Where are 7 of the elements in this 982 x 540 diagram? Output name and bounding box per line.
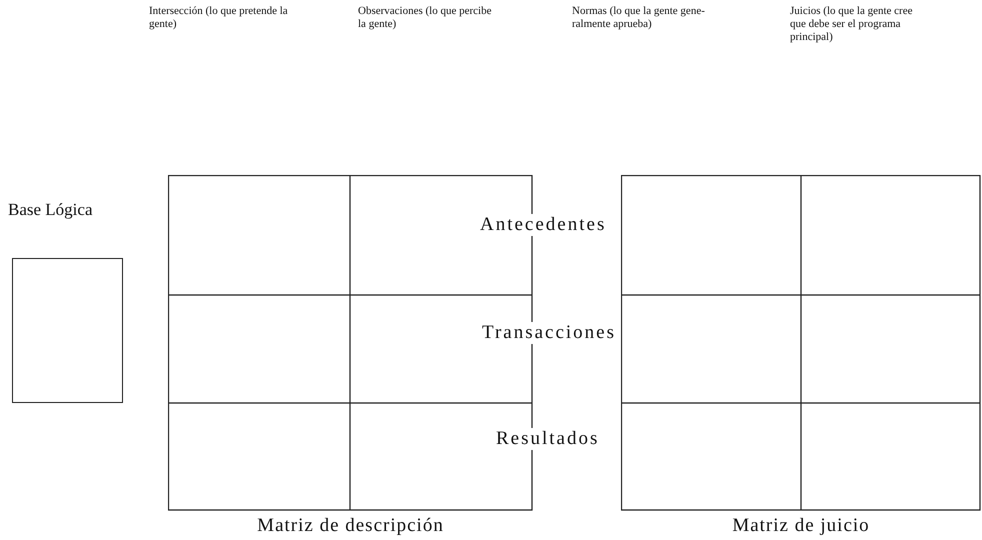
matrix-caption: Matriz de juicio <box>731 515 871 537</box>
column-heading: Juicios (lo que la gente cree que debe ser el programa principal) <box>790 5 914 44</box>
column-heading: Normas (lo que la gente gene- ralmente aprueba) <box>572 5 706 31</box>
column-heading: Observaciones (lo que percibe la gente) <box>358 5 492 31</box>
column-heading: Intersección (lo que pretende la gente) <box>149 5 289 31</box>
box-heading: Base Lógica <box>8 200 92 220</box>
matrix-caption: Matriz de descripción <box>256 515 445 537</box>
